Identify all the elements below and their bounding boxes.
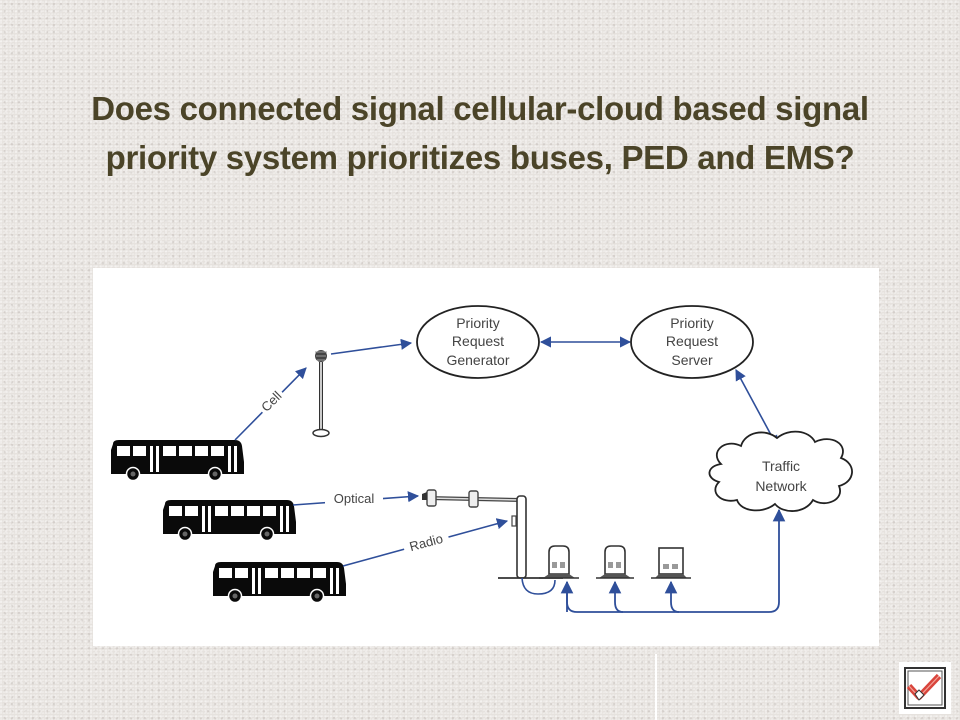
pole-cabinet-wire <box>521 577 556 595</box>
diagram-canvas: Cell Priority Request Generator Priority… <box>110 305 853 613</box>
backhaul-network-lines <box>560 508 786 613</box>
signal-controller-cabinet-3 <box>651 547 691 579</box>
svg-text:Priority: Priority <box>456 315 500 331</box>
footer-divider <box>655 654 657 720</box>
bus-icon-3 <box>212 561 347 604</box>
bus-icon-1 <box>110 439 245 482</box>
svg-text:Request: Request <box>666 333 718 349</box>
svg-text:Server: Server <box>671 352 713 368</box>
checkmark-icon <box>904 667 946 709</box>
svg-text:Traffic: Traffic <box>762 458 800 474</box>
slide-title: Does connected signal cellular-cloud bas… <box>0 84 960 182</box>
priority-request-generator-node: Priority Request Generator <box>416 305 540 379</box>
tower-to-generator-arrow <box>330 338 413 355</box>
optical-link-label: Optical <box>334 491 375 506</box>
signal-controller-cabinet-1 <box>539 545 579 579</box>
traffic-network-cloud: Traffic Network <box>708 430 853 512</box>
radio-link-label: Radio <box>408 531 445 554</box>
priority-request-server-node: Priority Request Server <box>630 305 754 379</box>
svg-text:Request: Request <box>452 333 504 349</box>
title-line-2: priority system prioritizes buses, PED a… <box>105 139 855 176</box>
svg-text:Generator: Generator <box>446 352 509 368</box>
signal-priority-diagram: Cell Priority Request Generator Priority… <box>93 268 879 646</box>
svg-text:Priority: Priority <box>670 315 714 331</box>
traffic-signal-icon <box>422 489 563 579</box>
signal-controller-cabinet-2 <box>596 545 634 579</box>
bus-icon-2 <box>162 499 297 542</box>
nav-badge-button[interactable] <box>899 662 951 714</box>
cell-tower-icon <box>312 350 330 438</box>
svg-text:Network: Network <box>755 478 807 494</box>
title-line-1: Does connected signal cellular-cloud bas… <box>91 90 869 127</box>
